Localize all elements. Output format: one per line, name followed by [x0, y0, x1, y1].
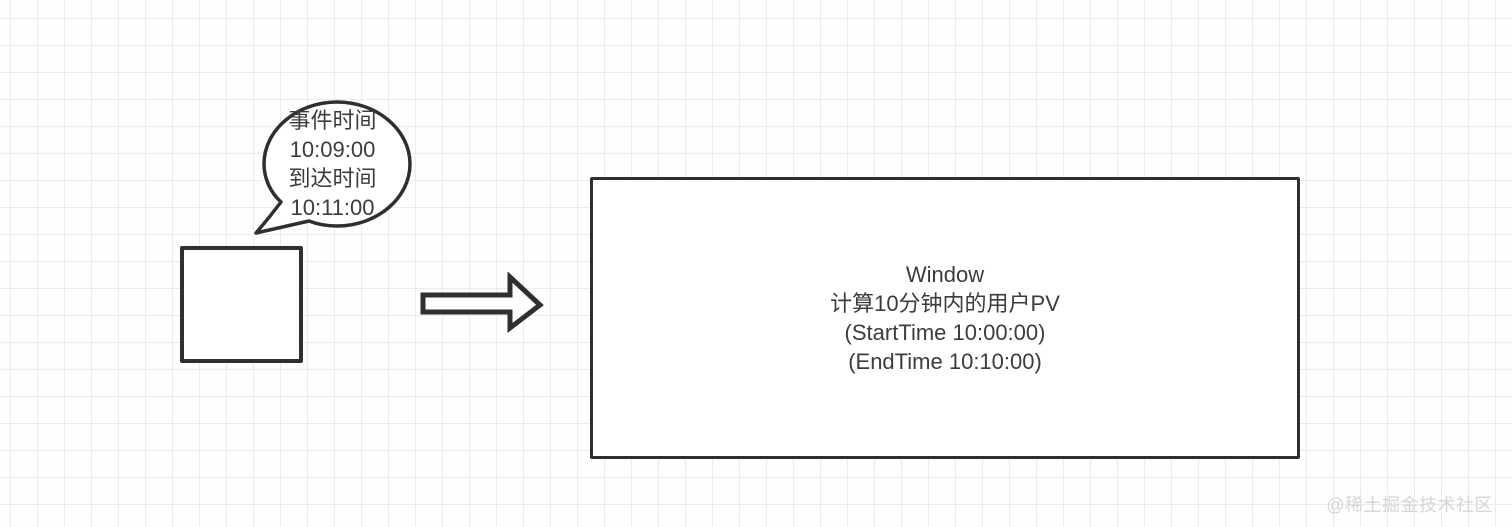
bubble-line-event-time-value: 10:09:00 [289, 137, 376, 162]
flow-arrow-icon [420, 272, 544, 334]
bubble-line-event-time-label: 事件时间 [288, 108, 377, 133]
window-box-start-time: (StartTime 10:00:00) [844, 320, 1046, 345]
window-box: Window 计算10分钟内的用户PV (StartTime 10:00:00)… [590, 177, 1300, 459]
event-time-bubble-text: 事件时间 10:09:00 到达时间 10:11:00 [255, 106, 410, 222]
bubble-line-arrival-time-label: 到达时间 [288, 166, 377, 191]
window-box-description: 计算10分钟内的用户PV [830, 291, 1060, 316]
window-box-title: Window [905, 262, 985, 287]
event-square [180, 246, 303, 363]
event-time-bubble: 事件时间 10:09:00 到达时间 10:11:00 [245, 90, 420, 240]
bubble-line-arrival-time-value: 10:11:00 [290, 195, 375, 220]
watermark: @稀土掘金技术社区 [1326, 495, 1493, 515]
window-box-end-time: (EndTime 10:10:00) [848, 349, 1042, 374]
speech-bubble-icon [254, 100, 412, 235]
